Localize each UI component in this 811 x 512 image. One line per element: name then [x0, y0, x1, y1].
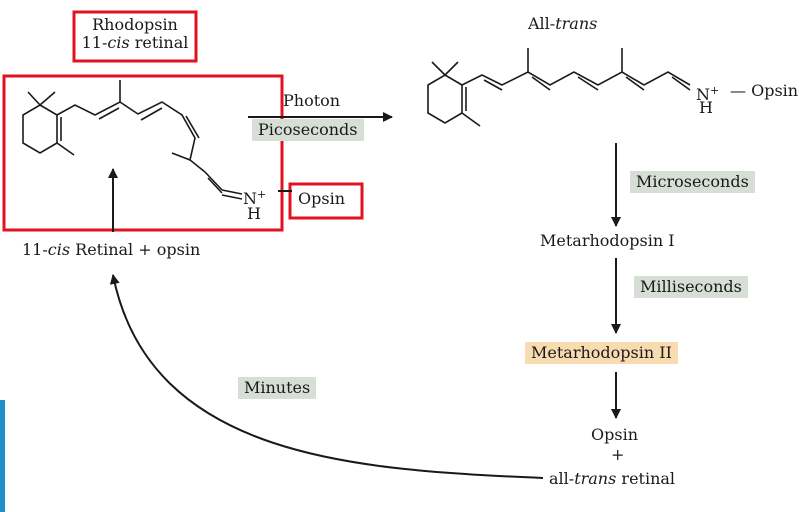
- product-plus-label: +: [611, 445, 625, 464]
- all-trans-title: All-trans: [528, 15, 597, 33]
- microseconds-tag: Microseconds: [630, 171, 755, 193]
- cis-retinal-plus-opsin-label: 11-cis Retinal + opsin: [22, 241, 200, 259]
- right-opsin-label: — Opsin: [730, 81, 799, 100]
- reaction-arrows: [108, 112, 621, 479]
- rhodopsin-subtitle-italic: cis: [107, 33, 130, 52]
- rhodopsin-subtitle-suffix: retinal: [129, 33, 189, 52]
- rhodopsin-title: Rhodopsin: [92, 15, 178, 34]
- left-opsin-label: Opsin: [298, 189, 345, 208]
- product-retinal-suffix: retinal: [616, 469, 676, 488]
- cis-retinal-highlight-box: [2, 74, 284, 232]
- trans-retinal-structure: [427, 48, 691, 127]
- cis-italic: cis: [47, 240, 71, 259]
- left-h-label: H: [247, 204, 261, 223]
- edge-accent-bar: [0, 400, 5, 512]
- product-all-prefix: all-: [549, 469, 575, 488]
- left-opsin-dash: [278, 190, 292, 192]
- metarhodopsin-2-tag: Metarhodopsin II: [525, 342, 678, 364]
- left-n-label: N: [243, 189, 257, 208]
- all-trans-prefix: All-: [528, 14, 556, 33]
- picoseconds-tag: Picoseconds: [252, 119, 364, 141]
- milliseconds-tag: Milliseconds: [634, 276, 748, 298]
- rhodopsin-subtitle-prefix: 11-: [81, 33, 108, 52]
- opsin-highlight-box: [288, 182, 364, 220]
- metarhodopsin-1-label: Metarhodopsin I: [540, 231, 675, 250]
- right-n-plus: N+: [696, 82, 719, 104]
- product-trans-italic: trans: [574, 469, 617, 488]
- product-opsin-label: Opsin: [591, 425, 638, 444]
- cis-retinal-structure: [22, 80, 243, 200]
- right-n-label: N: [696, 85, 710, 104]
- rhodopsin-label-box: [72, 10, 198, 63]
- left-n-plus: N+: [243, 186, 266, 208]
- product-all-trans-retinal: all-trans retinal: [549, 470, 675, 488]
- minutes-tag: Minutes: [238, 377, 317, 399]
- photon-label: Photon: [283, 91, 341, 110]
- cis-suffix: Retinal + opsin: [70, 240, 201, 259]
- rhodopsin-label: Rhodopsin 11-cis retinal: [76, 16, 194, 52]
- right-plus-label: +: [710, 84, 720, 97]
- right-h-label: H: [699, 98, 713, 117]
- minutes-return-arrow: [109, 274, 544, 479]
- left-plus-label: +: [257, 188, 267, 201]
- cis-prefix: 11-: [22, 240, 48, 259]
- all-trans-italic: trans: [555, 14, 598, 33]
- rhodopsin-subtitle: 11-cis retinal: [76, 34, 194, 52]
